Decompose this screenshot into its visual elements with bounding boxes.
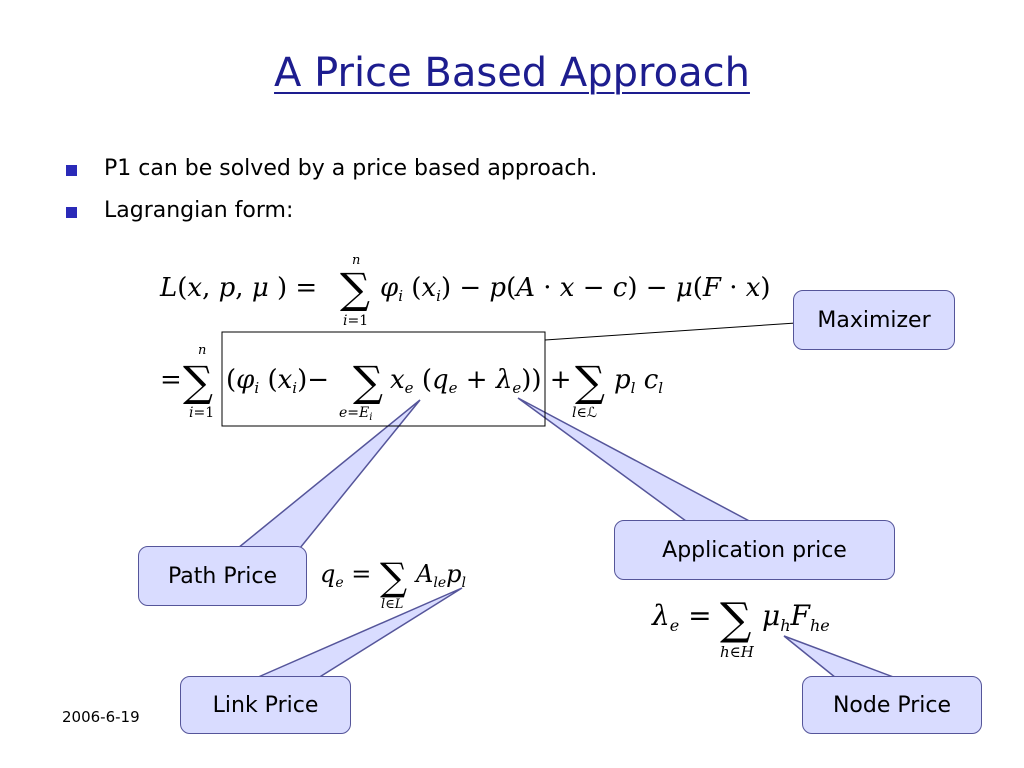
svg-text:qe =: qe = — [320, 560, 371, 591]
svg-text:pl cl: pl cl — [614, 365, 663, 397]
maximizer-box — [221, 331, 546, 427]
slide-title: A Price Based Approach — [274, 50, 750, 96]
application-price-pointer — [517, 397, 756, 525]
lagrangian-equation: L(x, p, μ ) = ∑ n i=1 φi (xi) − p(A · x … — [159, 253, 771, 329]
link-price-callout: Link Price — [180, 676, 351, 734]
svg-text:i=1: i=1 — [189, 405, 214, 421]
svg-text:xe (qe + λe)) +: xe (qe + λe)) + — [390, 365, 572, 397]
svg-text:l∈L: l∈L — [381, 597, 403, 612]
square-bullet-icon — [66, 165, 77, 176]
path-price-pointer — [235, 399, 421, 549]
node-price-callout: Node Price — [802, 676, 982, 734]
svg-text:∑: ∑ — [353, 357, 383, 406]
svg-text:e=Ei: e=Ei — [339, 405, 372, 423]
node-price-pointer — [783, 635, 897, 679]
svg-text:i=1: i=1 — [343, 313, 368, 329]
svg-text:L(x, p, μ ) =: L(x, p, μ ) = — [159, 273, 317, 303]
maximizer-connector — [544, 322, 797, 341]
svg-text:∑: ∑ — [380, 555, 407, 599]
svg-text:Alepl: Alepl — [414, 560, 466, 591]
svg-text:∑: ∑ — [720, 594, 751, 645]
svg-text:∑: ∑ — [340, 264, 370, 313]
application-price-callout: Application price — [614, 520, 895, 580]
bullet-text: P1 can be solved by a price based approa… — [104, 156, 598, 181]
svg-text:l∈ℒ: l∈ℒ — [572, 405, 597, 421]
application-price-equation: λe = ∑ h∈H μhFhe — [651, 594, 830, 661]
svg-text:λe =: λe = — [651, 599, 712, 635]
svg-text:μhFhe: μhFhe — [762, 599, 830, 635]
svg-text:∑: ∑ — [183, 357, 213, 406]
path-price-callout: Path Price — [138, 546, 307, 606]
svg-text:∑: ∑ — [575, 357, 605, 406]
svg-text:n: n — [198, 343, 206, 358]
footer-date: 2006-6-19 — [62, 708, 140, 726]
bullet-text: Lagrangian form: — [104, 198, 294, 223]
svg-text:n: n — [352, 253, 360, 268]
svg-text:=: = — [160, 365, 182, 395]
svg-text:φi (xi) − p(A · x − c) − μ(F: φi (xi) − p(A · x − c) − μ(F · x) — [380, 273, 771, 305]
svg-text:h∈H: h∈H — [720, 643, 755, 661]
maximizer-callout: Maximizer — [793, 290, 955, 350]
svg-text:(φi (xi)−: (φi (xi)− — [226, 365, 329, 397]
square-bullet-icon — [66, 207, 77, 218]
path-price-equation: qe = ∑ l∈L Alepl — [320, 555, 466, 612]
expanded-lagrangian-equation: = ∑ n i=1 (φi (xi)− ∑ e=Ei xe (qe + λe))… — [160, 343, 663, 423]
